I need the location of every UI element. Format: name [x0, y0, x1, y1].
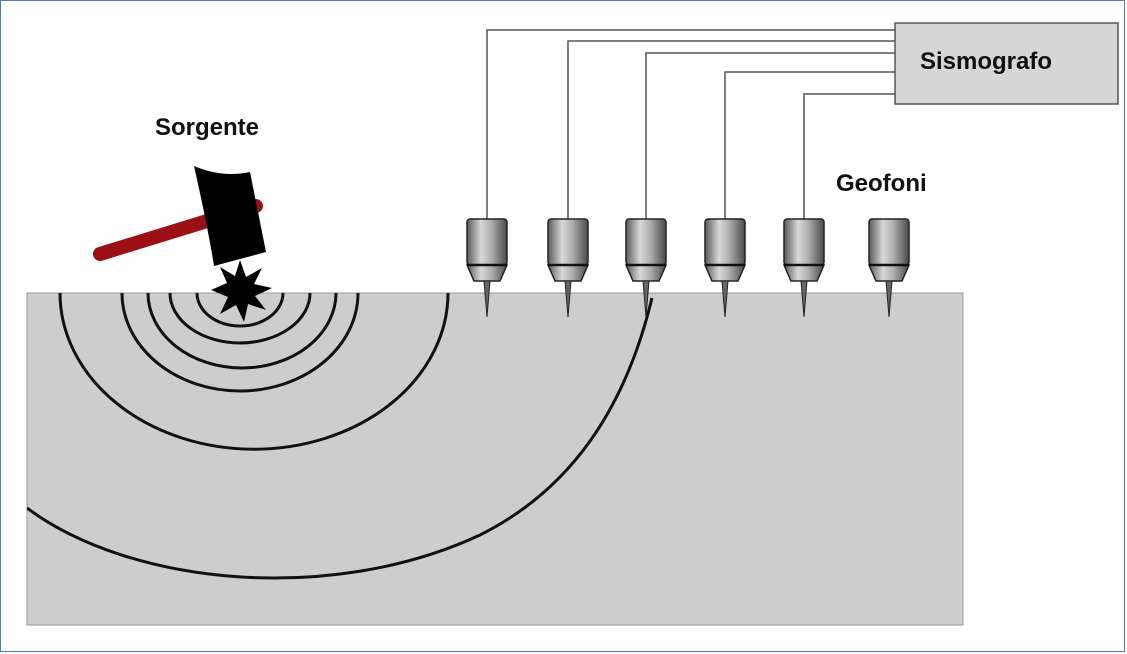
- geophone-icon: [465, 218, 509, 318]
- seismograph-label: Sismografo: [920, 48, 1053, 75]
- hammer-icon: [93, 166, 266, 266]
- wavefront-3: [146, 293, 338, 370]
- cables: [486, 29, 895, 222]
- wavefront-2: [168, 293, 312, 345]
- geophone-icon: [867, 218, 911, 318]
- impact-burst-icon: [211, 260, 272, 322]
- geophones: [465, 218, 911, 318]
- geophone-icon: [782, 218, 826, 318]
- wavefront-6: [27, 297, 654, 580]
- cable-4: [724, 71, 895, 222]
- hammer-head: [194, 166, 266, 266]
- seismograph-box: [894, 22, 1119, 105]
- wavefront-1: [195, 293, 285, 328]
- wavefronts: [27, 293, 654, 580]
- wavefront-4: [120, 293, 360, 393]
- wavefront-5: [58, 293, 450, 451]
- cable-2: [567, 40, 895, 222]
- cable-5: [803, 93, 895, 222]
- geophones-label: Geofoni: [836, 170, 927, 197]
- source-label: Sorgente: [155, 114, 260, 141]
- cable-3: [645, 52, 895, 222]
- geophone-icon: [624, 218, 668, 318]
- geophone-icon: [546, 218, 590, 318]
- cable-1: [486, 29, 895, 222]
- geophone-icon: [703, 218, 747, 318]
- ground: [26, 292, 964, 626]
